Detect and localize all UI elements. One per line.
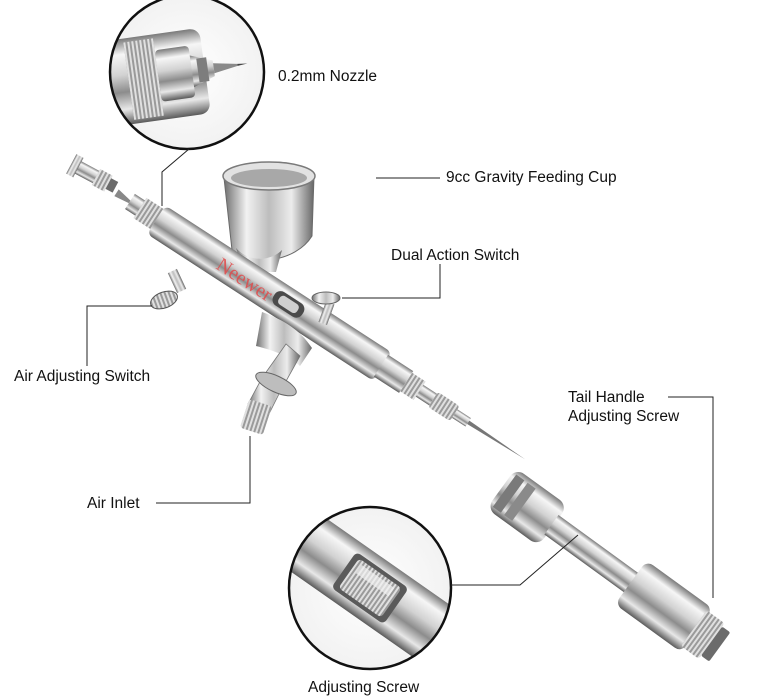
label-nozzle: 0.2mm Nozzle [278, 68, 378, 85]
air-adjusting-knob [150, 268, 187, 310]
leader-dual-action [342, 264, 441, 299]
label-air-adjusting-switch: Air Adjusting Switch [14, 368, 151, 385]
label-tail-handle-line2: Adjusting Screw [568, 408, 680, 425]
dual-action-trigger [311, 291, 341, 326]
leader-air-inlet [156, 436, 251, 504]
label-air-inlet: Air Inlet [87, 495, 140, 512]
label-tail-handle-line1: Tail Handle [568, 389, 645, 406]
adjusting-screw-closeup [287, 505, 453, 671]
airbrush-body [114, 189, 526, 460]
label-tail-handle-adjusting-screw: Tail Handle Adjusting Screw [568, 388, 708, 426]
leader-nozzle [161, 148, 190, 206]
label-gravity-cup: 9cc Gravity Feeding Cup [446, 169, 617, 186]
nozzle-closeup [108, 0, 266, 151]
leader-lines [86, 148, 714, 598]
gravity-cup [222, 161, 316, 272]
label-dual-action-switch: Dual Action Switch [391, 247, 520, 264]
leader-tail-handle [668, 396, 714, 598]
leader-adjusting-screw [451, 534, 579, 586]
tail-handle [490, 472, 730, 661]
nozzle-cap [66, 154, 119, 193]
leader-air-adjusting [86, 305, 152, 366]
air-inlet-handle [240, 312, 312, 435]
label-adjusting-screw: Adjusting Screw [308, 679, 420, 696]
